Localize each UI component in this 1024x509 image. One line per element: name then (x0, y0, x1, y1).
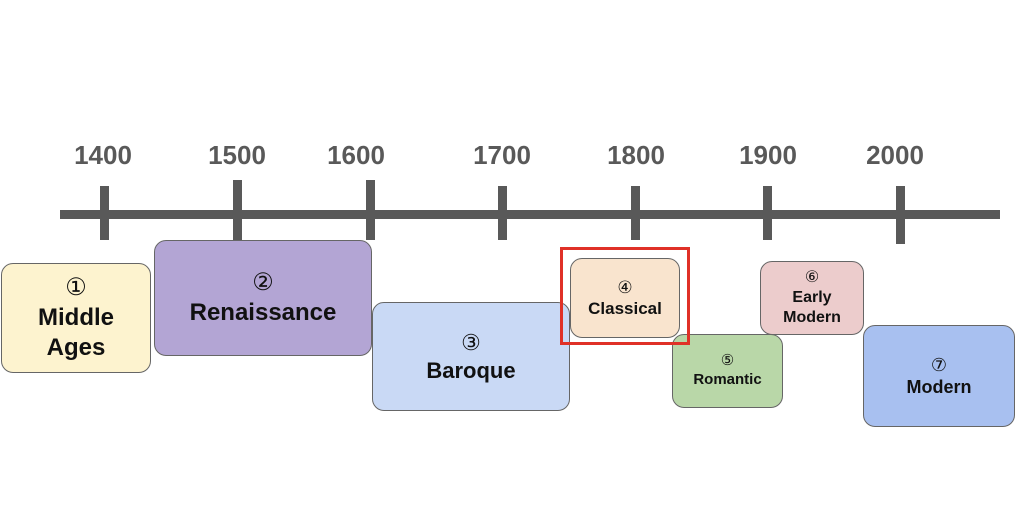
era-box-early-modern: ⑥ Early Modern (760, 261, 864, 335)
year-label-1400: 1400 (74, 140, 132, 170)
year-label-1600: 1600 (327, 140, 385, 170)
era-number: ③ (461, 330, 481, 355)
era-name-line: Modern (906, 377, 972, 397)
era-number: ④ (617, 277, 633, 297)
era-name-line: Baroque (426, 357, 516, 383)
era-number: ① (65, 274, 87, 301)
year-label-1800: 1800 (607, 140, 665, 170)
era-box-classical: ④ Classical (570, 258, 680, 338)
era-name-line: Classical (588, 299, 662, 318)
year-tick-1800 (631, 186, 640, 240)
era-number: ⑦ (930, 354, 948, 375)
era-box-baroque: ③ Baroque (372, 302, 570, 411)
era-name-line: Middle (38, 304, 114, 331)
year-label-1500: 1500 (208, 140, 266, 170)
year-tick-1400 (100, 186, 109, 240)
year-label-1700: 1700 (473, 140, 531, 170)
year-tick-1900 (763, 186, 772, 240)
classical-highlight-frame (560, 247, 690, 345)
era-name-line: Ages (46, 334, 106, 361)
era-name-line: Modern (783, 309, 841, 326)
era-number: ⑥ (804, 269, 820, 286)
timeline-axis (60, 210, 1000, 219)
year-label-2000: 2000 (866, 140, 924, 170)
era-box-renaissance: ② Renaissance (154, 240, 372, 356)
year-label-1900: 1900 (739, 140, 797, 170)
era-name-line: Renaissance (189, 299, 337, 326)
era-box-modern: ⑦ Modern (863, 325, 1015, 427)
year-tick-2000 (896, 186, 905, 244)
year-tick-1600 (366, 180, 375, 240)
era-box-middle-ages: ① Middle Ages (1, 263, 151, 373)
era-number: ② (252, 269, 274, 296)
era-box-romantic: ⑤ Romantic (672, 334, 783, 408)
year-tick-1500 (233, 180, 242, 240)
year-tick-1700 (498, 186, 507, 240)
era-name-line: Romantic (693, 371, 762, 388)
era-name-line: Early (792, 289, 832, 306)
era-number: ⑤ (720, 352, 735, 370)
